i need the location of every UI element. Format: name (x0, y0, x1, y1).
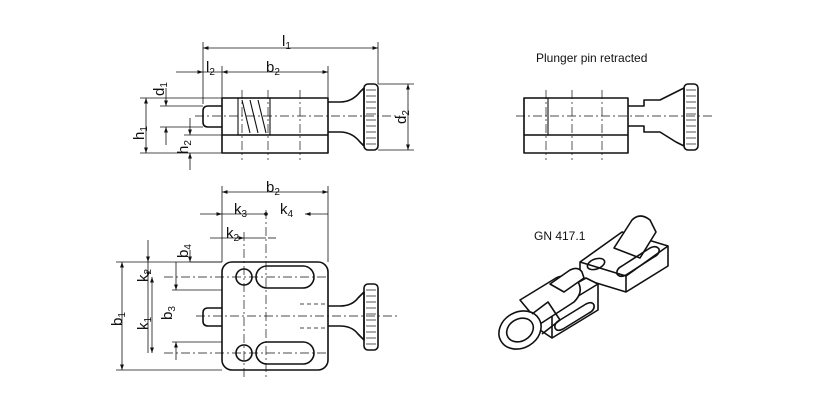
isometric-plunger (498, 267, 599, 350)
label-b2-top: b2 (266, 179, 280, 198)
top-view-knob (363, 283, 379, 351)
retracted-view-housing (523, 97, 629, 154)
isometric-view (498, 215, 669, 350)
caption-gn-417-1: GN 417.1 (534, 229, 586, 243)
label-b4: b4 (175, 244, 194, 258)
side-view-housing (221, 97, 329, 154)
label-b1: b1 (109, 312, 128, 326)
label-d2: d2 (393, 110, 412, 124)
isometric-bracket (579, 215, 669, 293)
side-view (140, 42, 414, 170)
top-view (116, 186, 400, 380)
label-b2-side: b2 (266, 59, 280, 78)
side-view-knob (363, 83, 379, 151)
label-k4: k4 (280, 201, 294, 220)
label-d1: d1 (151, 82, 170, 96)
side-view-plunger-pin (202, 105, 222, 128)
label-k1: k1 (135, 316, 154, 330)
retracted-view-knob (683, 83, 699, 151)
top-view-plunger-pin (202, 307, 222, 327)
label-l2: l2 (206, 59, 215, 78)
caption-plunger-pin-retracted: Plunger pin retracted (536, 51, 648, 65)
label-h2: h2 (175, 140, 194, 154)
retracted-view (516, 83, 712, 160)
label-b3: b3 (159, 306, 178, 320)
label-l1: l1 (282, 33, 291, 52)
label-h1: h1 (131, 126, 150, 140)
label-k2-vertical: k2 (135, 268, 154, 282)
label-k2-horizontal: k2 (226, 225, 240, 244)
label-k3: k3 (234, 201, 248, 220)
